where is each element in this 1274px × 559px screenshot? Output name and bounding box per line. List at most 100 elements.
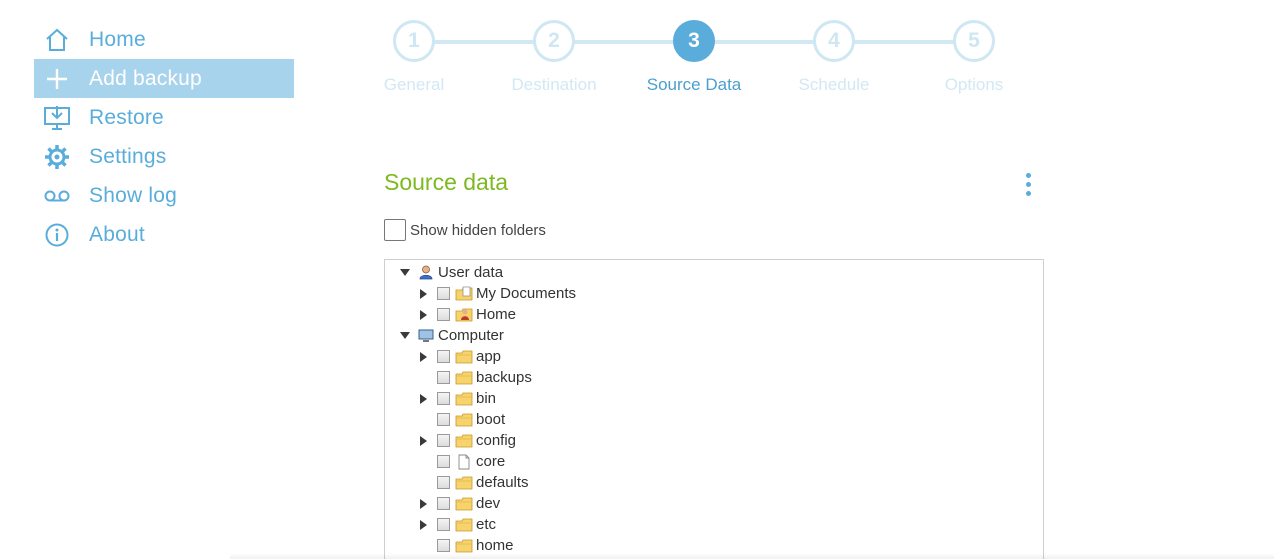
- more-options-icon[interactable]: [1019, 170, 1037, 198]
- checkbox-box[interactable]: [384, 219, 406, 241]
- expand-toggle[interactable]: [399, 262, 411, 283]
- folder-icon: [455, 517, 473, 533]
- step-number: 4: [813, 20, 855, 62]
- tree-node-home-user: Home: [417, 304, 516, 325]
- tree-checkbox[interactable]: [437, 497, 450, 510]
- source-folder-tree: User data My Documents Home Computer app: [384, 259, 1044, 559]
- expand-toggle[interactable]: [417, 514, 429, 535]
- folder-icon: [455, 349, 473, 365]
- folder-icon: [455, 496, 473, 512]
- tree-node-label: User data: [438, 264, 504, 281]
- sidebar-item-home[interactable]: Home: [34, 20, 294, 59]
- user-icon: [417, 265, 435, 281]
- tree-node-label: bin: [476, 390, 497, 407]
- tree-checkbox[interactable]: [437, 518, 450, 531]
- tree-node-etc: etc: [417, 514, 496, 535]
- tree-node-label: boot: [476, 411, 506, 428]
- wizard-stepper: 1 General 2 Destination 3 Source Data 4 …: [384, 20, 1024, 100]
- expand-toggle[interactable]: [399, 325, 411, 346]
- section-title: Source data: [384, 169, 509, 195]
- tree-node-label: defaults: [476, 474, 529, 491]
- step-number: 3: [673, 20, 715, 62]
- tree-checkbox[interactable]: [437, 539, 450, 552]
- tree-node-config: config: [417, 430, 516, 451]
- folder-icon: [455, 412, 473, 428]
- tree-checkbox[interactable]: [437, 413, 450, 426]
- home-folder-icon: [455, 307, 473, 323]
- tree-node-label: My Documents: [476, 285, 577, 302]
- file-icon: [455, 454, 473, 470]
- tree-checkbox[interactable]: [437, 392, 450, 405]
- folder-icon: [455, 538, 473, 554]
- documents-folder-icon: [455, 286, 473, 302]
- tree-checkbox[interactable]: [437, 308, 450, 321]
- folder-icon: [455, 391, 473, 407]
- tree-node-label: core: [476, 453, 506, 470]
- expand-toggle-placeholder: [417, 409, 429, 430]
- folder-icon: [455, 433, 473, 449]
- tree-checkbox[interactable]: [437, 287, 450, 300]
- step-number: 5: [953, 20, 995, 62]
- step-source-data[interactable]: 3 Source Data: [634, 20, 754, 95]
- home-icon: [36, 20, 78, 59]
- step-label: Options: [944, 75, 1004, 94]
- tree-checkbox[interactable]: [437, 455, 450, 468]
- sidebar-item-about[interactable]: About: [34, 215, 294, 254]
- sidebar-item-restore[interactable]: Restore: [34, 98, 294, 137]
- tree-node-backups: backups: [417, 367, 532, 388]
- tree-node-label: backups: [476, 369, 532, 386]
- expand-toggle[interactable]: [417, 430, 429, 451]
- folder-icon: [455, 370, 473, 386]
- tree-node-defaults: defaults: [417, 472, 529, 493]
- step-schedule[interactable]: 4 Schedule: [774, 20, 894, 95]
- bottom-shadow: [230, 553, 1274, 559]
- tree-node-bin: bin: [417, 388, 496, 409]
- tree-node-user-data: User data: [399, 262, 503, 283]
- tree-checkbox[interactable]: [437, 476, 450, 489]
- gear-icon: [36, 137, 78, 176]
- expand-toggle-placeholder: [417, 367, 429, 388]
- expand-toggle[interactable]: [417, 346, 429, 367]
- sidebar-item-show-log[interactable]: Show log: [34, 176, 294, 215]
- folder-icon: [455, 475, 473, 491]
- sidebar-item-label: Settings: [89, 144, 167, 168]
- step-general[interactable]: 1 General: [354, 20, 474, 95]
- tree-node-label: Home: [476, 306, 517, 323]
- tree-node-label: etc: [476, 516, 497, 533]
- tree-node-home: home: [417, 535, 514, 556]
- step-label: General: [383, 75, 445, 94]
- sidebar-item-add-backup[interactable]: Add backup: [34, 59, 294, 98]
- expand-toggle[interactable]: [417, 283, 429, 304]
- tree-node-label: config: [476, 432, 517, 449]
- tree-node-label: Computer: [438, 327, 504, 344]
- plus-icon: [36, 59, 78, 98]
- show-hidden-folders-checkbox[interactable]: Show hidden folders: [384, 219, 546, 241]
- expand-toggle[interactable]: [417, 493, 429, 514]
- tree-node-label: app: [476, 348, 502, 365]
- expand-toggle[interactable]: [417, 388, 429, 409]
- computer-icon: [417, 328, 435, 344]
- sidebar-item-label: Home: [89, 27, 146, 51]
- tree-node-my-documents: My Documents: [417, 283, 576, 304]
- step-number: 1: [393, 20, 435, 62]
- tree-node-label: home: [476, 537, 514, 554]
- tree-node-computer: Computer: [399, 325, 504, 346]
- tree-checkbox[interactable]: [437, 371, 450, 384]
- expand-toggle[interactable]: [417, 304, 429, 325]
- sidebar-item-label: About: [89, 222, 145, 246]
- tree-node-app: app: [417, 346, 501, 367]
- expand-toggle-placeholder: [417, 451, 429, 472]
- expand-toggle-placeholder: [417, 472, 429, 493]
- sidebar-item-settings[interactable]: Settings: [34, 137, 294, 176]
- tree-node-boot: boot: [417, 409, 505, 430]
- step-label: Destination: [511, 75, 597, 94]
- tree-checkbox[interactable]: [437, 434, 450, 447]
- tree-checkbox[interactable]: [437, 350, 450, 363]
- step-label: Source Data: [646, 75, 742, 94]
- tree-node-core: core: [417, 451, 505, 472]
- tree-node-label: dev: [476, 495, 501, 512]
- checkbox-label: Show hidden folders: [410, 221, 546, 239]
- step-options[interactable]: 5 Options: [914, 20, 1034, 95]
- sidebar-item-label: Add backup: [89, 66, 202, 90]
- step-destination[interactable]: 2 Destination: [494, 20, 614, 95]
